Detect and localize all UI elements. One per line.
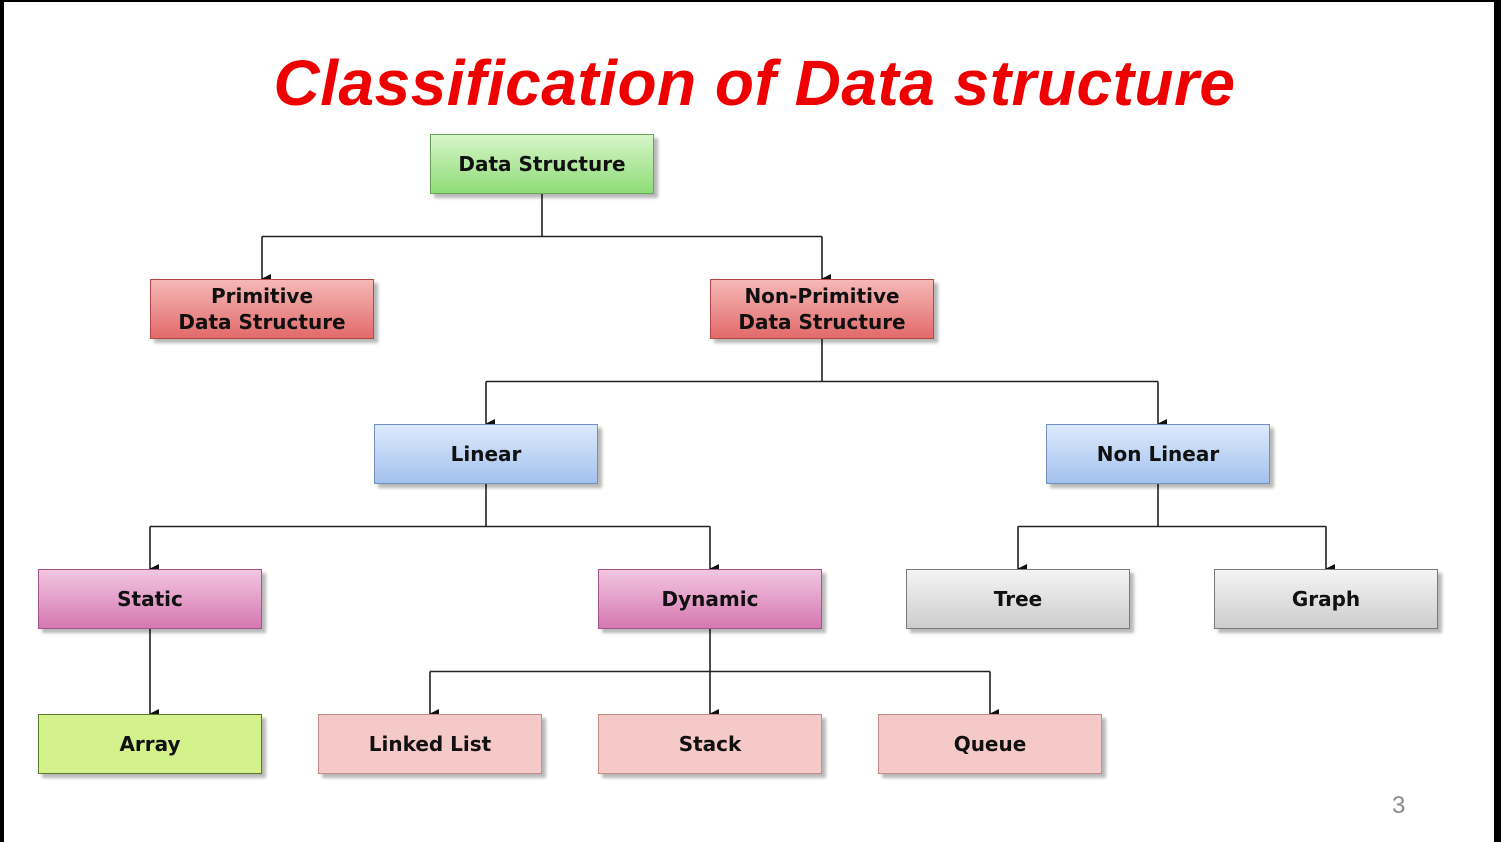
slide-title: Classification of Data structure (273, 47, 1236, 119)
node-static: Static (38, 569, 262, 629)
node-dynamic: Dynamic (598, 569, 822, 629)
node-queue: Queue (878, 714, 1102, 774)
page-number: 3 (1392, 792, 1406, 819)
node-linear: Linear (374, 424, 598, 484)
node-stack: Stack (598, 714, 822, 774)
connector-lines (149, 194, 1335, 719)
node-non-primitive-data-structure: Non-Primitive Data Structure (710, 279, 934, 339)
node-tree: Tree (906, 569, 1130, 629)
node-graph: Graph (1214, 569, 1438, 629)
node-linked-list: Linked List (318, 714, 542, 774)
node-data-structure: Data Structure (430, 134, 654, 194)
node-non-linear: Non Linear (1046, 424, 1270, 484)
node-primitive-data-structure: Primitive Data Structure (150, 279, 374, 339)
node-array: Array (38, 714, 262, 774)
